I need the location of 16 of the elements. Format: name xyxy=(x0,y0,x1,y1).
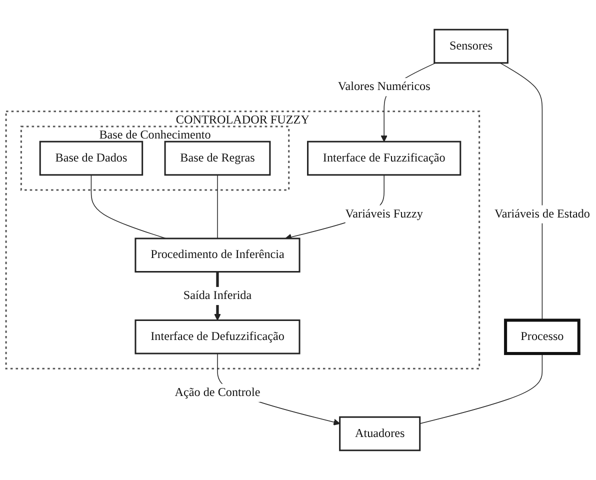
node-box: Processo xyxy=(504,318,580,356)
connector xyxy=(419,353,543,424)
node-box: Base de Dados xyxy=(39,140,144,176)
edge-label: Variáveis Fuzzy xyxy=(345,207,423,220)
node-box: Atuadores xyxy=(339,416,421,452)
connector xyxy=(217,174,218,239)
edge-label: Saída Inferida xyxy=(183,289,252,302)
node-box: Interface de Fuzzificação xyxy=(307,140,462,176)
node-box: Base de Regras xyxy=(164,140,271,176)
edge-label: Valores Numéricos xyxy=(338,80,430,94)
edge-label: Variáveis de Estado xyxy=(494,207,590,220)
edge-label: Ação de Controle xyxy=(174,386,260,399)
connector xyxy=(500,62,543,321)
node-box: Sensores xyxy=(434,28,508,64)
node-box: Interface de Defuzzificação xyxy=(134,319,300,354)
node-box: Procedimento de Inferência xyxy=(134,238,300,273)
